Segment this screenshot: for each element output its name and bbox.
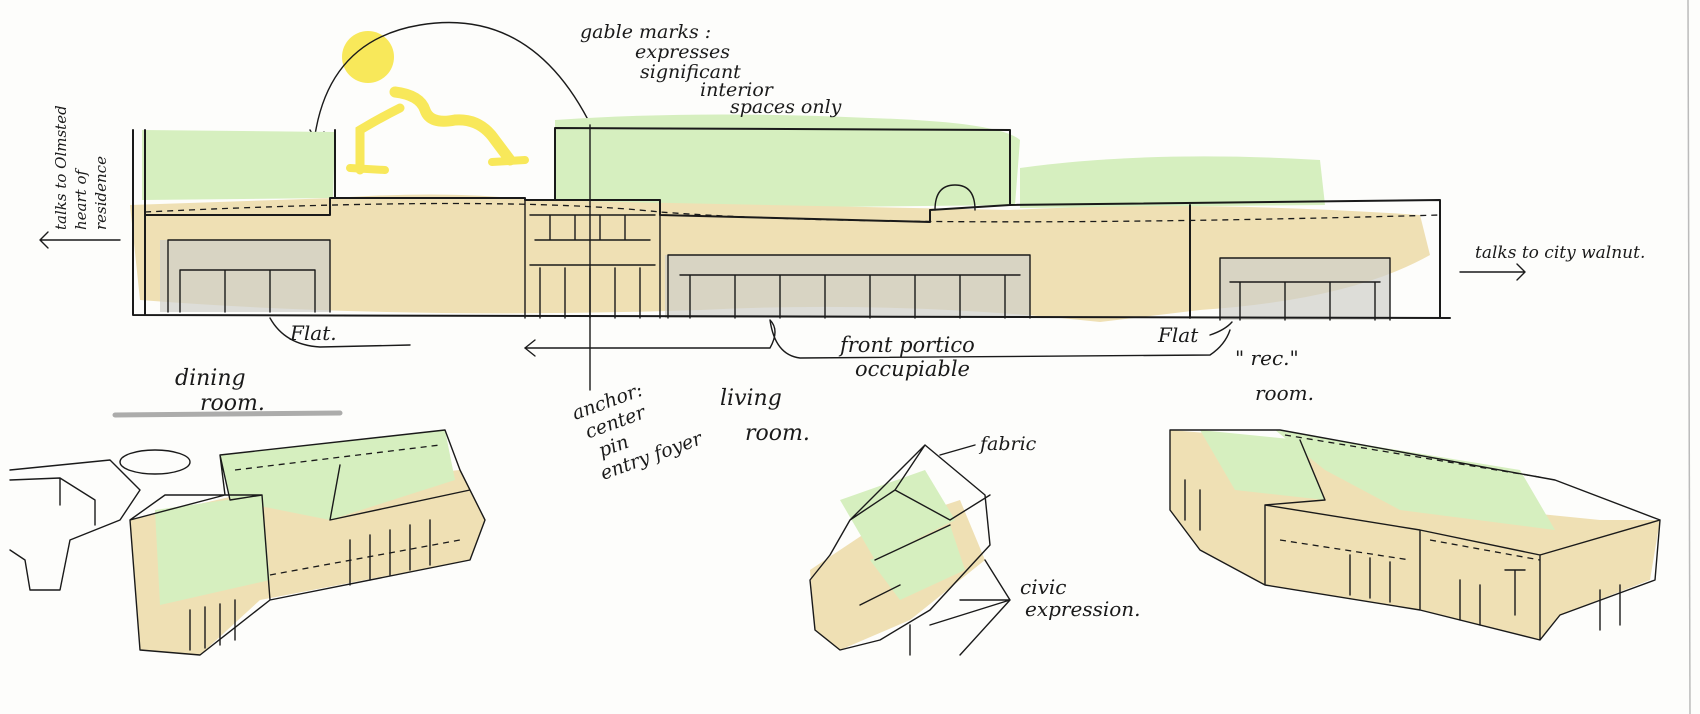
roof-line (144, 202, 1441, 223)
note-line: front portico (838, 333, 975, 357)
civic-rays (929, 559, 1011, 656)
left-arrow (39, 231, 121, 249)
main-elevation (39, 114, 1526, 391)
sun-ray-arrow (389, 86, 516, 166)
axon-left-outline (129, 429, 486, 656)
sun-ray-arrow (355, 103, 405, 175)
note-line: spaces only (730, 96, 842, 118)
axon-center-roof (840, 470, 955, 560)
arcade-left (167, 239, 331, 313)
civic-note: civic expression. (1020, 575, 1141, 621)
note-line: room. (1255, 381, 1314, 405)
arcade-shadow (665, 255, 1030, 318)
axon-right-bays (1184, 479, 1621, 631)
page-edge (1687, 0, 1691, 714)
axon-left-roof-a (155, 495, 270, 605)
note-line: dining (175, 366, 246, 391)
sun-icon (342, 31, 394, 83)
right-arrow (1459, 263, 1526, 281)
arcade-shadow (160, 240, 330, 312)
roof-wash-left (142, 130, 335, 200)
axon-center-outline (809, 444, 991, 651)
note-line: room. (745, 421, 810, 446)
note-line: talks to Olmsted (52, 105, 70, 230)
fabric-leader (939, 444, 976, 456)
note-line: occupiable (855, 357, 970, 381)
sun-ray-arrowhead (346, 156, 529, 174)
arcade-center (667, 254, 1031, 319)
note-line: expression. (1025, 597, 1141, 621)
note-line: interior (700, 79, 775, 101)
note-line: expresses (635, 41, 730, 63)
note-line: gable marks : (580, 21, 711, 43)
arcade-right (1219, 257, 1391, 321)
note-line: civic (1020, 575, 1067, 599)
neighbor-outline (9, 459, 141, 591)
flat-bracket-left (269, 317, 411, 348)
arcade-shadow (1220, 258, 1390, 320)
fabric-label: fabric (978, 433, 1037, 455)
axon-left (9, 429, 486, 656)
note-line: living (720, 386, 782, 411)
right-side-note: talks to city walnut. (1475, 243, 1645, 263)
roof-wash-right (1020, 156, 1325, 208)
axon-center (809, 444, 1011, 656)
living-note: living room. (720, 386, 810, 446)
entry-portico (524, 184, 976, 319)
flat-right-label: Flat (1157, 323, 1199, 347)
gable-arc (314, 21, 601, 146)
note-line: " rec." (1235, 346, 1299, 370)
axon-right (1169, 429, 1661, 641)
flat-left-label: Flat. (289, 321, 337, 345)
portico-arrow (524, 339, 536, 357)
dining-note: dining room. (175, 366, 265, 416)
axon-right-roof-a (1200, 430, 1325, 500)
neighbor-roof (9, 477, 96, 526)
axon-left-bays (189, 519, 431, 651)
axon-right-roof-b (1275, 430, 1555, 530)
axon-left-dash (234, 444, 461, 576)
roof-wash-center (555, 114, 1020, 210)
sun-diagram (309, 21, 609, 175)
note-line: heart of (72, 168, 90, 230)
gable-note: gable marks : expresses significant inte… (580, 21, 842, 118)
front-portico-note: front portico occupiable (838, 333, 975, 381)
axon-left-drum (119, 449, 191, 475)
axon-center-roof-b (870, 525, 965, 600)
axon-right-outline (1169, 429, 1661, 641)
flat-right-arrow (1209, 321, 1233, 336)
rec-note: " rec." room. (1235, 346, 1314, 405)
portico-bracket (524, 319, 1231, 359)
note-line: significant (640, 61, 741, 83)
left-side-note: talks to Olmsted heart of residence (52, 105, 110, 230)
axon-right-dash (1279, 434, 1546, 561)
dining-underline (112, 410, 343, 418)
note-line: residence (92, 156, 110, 230)
